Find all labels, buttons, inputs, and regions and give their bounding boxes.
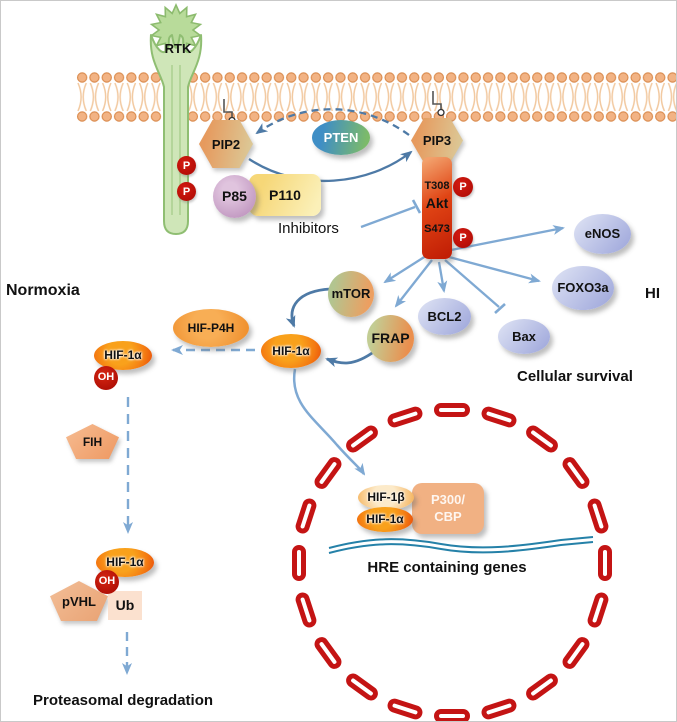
hre-genes-text: HRE containing genes (367, 559, 527, 576)
hif-p4h-label: HIF-P4H (187, 320, 235, 335)
foxo3a-label: FOXO3a (557, 280, 609, 296)
akt-node: T308 Akt S473 (422, 157, 452, 259)
p300-label: P300/ (431, 491, 465, 507)
arrow-akt-to-foxo3a (448, 255, 541, 284)
phospho-label: P (459, 181, 467, 193)
cellular-survival-label: Cellular survival (517, 368, 633, 385)
hif1a-label: HIF-1α (272, 343, 310, 358)
phospho-circle: P (177, 182, 196, 201)
ub-label: Ub (115, 597, 135, 614)
phospho-circle: P (177, 156, 196, 175)
pip2-label: PIP2 (211, 136, 241, 152)
bcl2-node: BCL2 (418, 298, 471, 335)
foxo3a-node: FOXO3a (552, 266, 614, 310)
phospho-label: P (182, 185, 191, 198)
inhibitors-text: Inhibitors (278, 220, 339, 237)
oh-label: OH (97, 371, 115, 384)
inhibitor-tbar (411, 199, 422, 214)
rtk-text: RTK (164, 41, 192, 56)
p85-label: P85 (222, 188, 247, 205)
cellular-survival-text: Cellular survival (517, 368, 633, 385)
arrow-frap-to-hif1a (325, 349, 376, 368)
hi-text: HI (645, 285, 660, 302)
proteasomal-degradation-label: Proteasomal degradation (33, 692, 213, 709)
arrow-pip2-to-pip3 (248, 150, 413, 183)
pip2-node: PIP2 (199, 120, 253, 168)
p110-label: P110 (269, 186, 301, 203)
bax-label: Bax (512, 328, 536, 344)
enos-node: eNOS (574, 214, 631, 254)
frap-node: FRAP (367, 315, 414, 362)
akt-t308-label: T308 (424, 179, 450, 192)
normoxia-text: Normoxia (6, 282, 80, 299)
hypoxia-label: HI (645, 285, 660, 302)
phospho-label: P (182, 159, 191, 172)
arrow-akt-to-bax-tbar (494, 303, 506, 314)
mtor-label: mTOR (331, 286, 371, 302)
hif1a-nucleus-node: HIF-1α (357, 507, 413, 532)
p110-node: P110 (249, 174, 321, 216)
phospho-circle: P (453, 177, 473, 197)
hif1b-label: HIF-1β (367, 490, 405, 505)
pip3-node: PIP3 (411, 118, 463, 163)
nucleus-membrane-dash (434, 709, 470, 721)
rtk-label: RTK (159, 41, 197, 56)
arrow-akt-to-bcl2 (437, 261, 448, 293)
bcl2-label: BCL2 (427, 308, 462, 324)
akt-s473-label: S473 (424, 222, 450, 235)
fih-node: FIH (66, 424, 119, 459)
hif1a-node: HIF-1α (261, 334, 321, 368)
hydroxyl-circle: OH (95, 570, 119, 594)
fih-label: FIH (82, 434, 103, 449)
pten-node: PTEN (312, 120, 370, 155)
pip3-label: PIP3 (422, 133, 452, 148)
mtor-node: mTOR (328, 271, 374, 317)
pten-label: PTEN (323, 129, 359, 145)
proteasomal-degradation-text: Proteasomal degradation (33, 692, 214, 709)
arrow-hif1a-to-nucleus (292, 368, 366, 476)
receptor-body (149, 34, 203, 235)
bax-node: Bax (498, 319, 550, 354)
inhibitor-line (360, 205, 416, 229)
arrow-akt-to-enos (450, 225, 565, 252)
hif1a-label: HIF-1α (366, 512, 404, 527)
nucleus-membrane-dash (292, 545, 306, 581)
dna-strand (328, 541, 594, 554)
p300-cbp-node: P300/ CBP (412, 483, 484, 534)
dna-strand (328, 536, 594, 549)
normoxia-label: Normoxia (6, 282, 80, 300)
hydroxyl-circle: OH (94, 366, 118, 390)
nucleus-membrane-dash (434, 403, 470, 417)
frap-label: FRAP (371, 330, 410, 347)
enos-label: eNOS (584, 226, 621, 242)
hif1a-label: HIF-1α (104, 348, 142, 363)
ub-node: Ub (108, 591, 142, 620)
hif1a-label: HIF-1α (106, 555, 144, 570)
arrow-akt-to-mtor (383, 253, 430, 284)
hre-genes-label: HRE containing genes (361, 559, 533, 576)
phospho-circle: P (453, 228, 473, 248)
p85-node: P85 (213, 175, 256, 218)
hif-p4h-node: HIF-P4H (173, 309, 249, 347)
pvhl-label: pVHL (62, 593, 96, 609)
cbp-label: CBP (434, 508, 462, 524)
phospho-label: P (459, 232, 467, 244)
rtk-receptor-shape (149, 3, 203, 235)
akt-label: Akt (425, 195, 449, 212)
inhibitors-label: Inhibitors (278, 220, 339, 237)
nucleus-membrane-dash (598, 545, 612, 581)
arrow-akt-to-frap (394, 259, 433, 308)
arrow-mtor-to-hif1a (285, 287, 331, 328)
lipid-anchor-icon (432, 91, 445, 117)
arrow-akt-to-bax-line (444, 259, 500, 308)
oh-label: OH (98, 575, 116, 588)
hif1b-node: HIF-1β (358, 485, 414, 510)
oh-hif1a-node: HIF-1α (94, 341, 152, 370)
